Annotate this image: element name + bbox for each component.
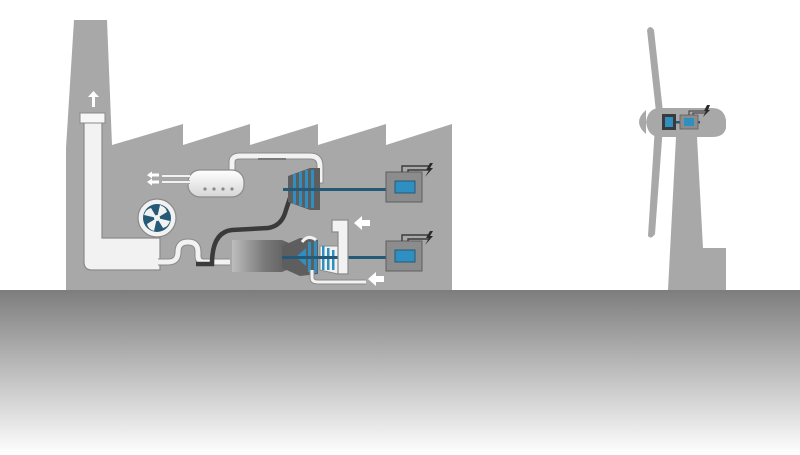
gas-turbine-exhaust-duct [232,240,296,272]
lightning-icon [703,105,710,117]
lightning-icon [425,163,433,177]
generator [385,163,433,203]
air-intake-duct [331,219,349,275]
ground [0,290,800,455]
wind-turbine-tower [668,137,726,290]
lightning-icon [425,231,433,245]
steam-pipe [196,191,295,267]
chimney-duct [83,117,161,271]
chimney-cap [79,112,106,124]
wind-turbine-blade [648,126,663,238]
arrow-left-icon [147,171,159,179]
arrow-up-icon [88,91,99,107]
return-loop-marker [258,158,286,160]
wind-turbine [639,27,726,290]
arrow-left-icon [368,272,384,286]
wind-turbine-blade [647,27,663,112]
arrow-left-icon [147,178,159,186]
fan-icon [137,198,177,238]
steam-turbine [283,168,393,210]
arrow-left-icon [354,216,370,230]
heat-recovery-steam-generator [162,169,245,198]
generator [385,231,433,272]
wind-turbine-hub [639,110,646,134]
gas-turbine [282,235,392,276]
